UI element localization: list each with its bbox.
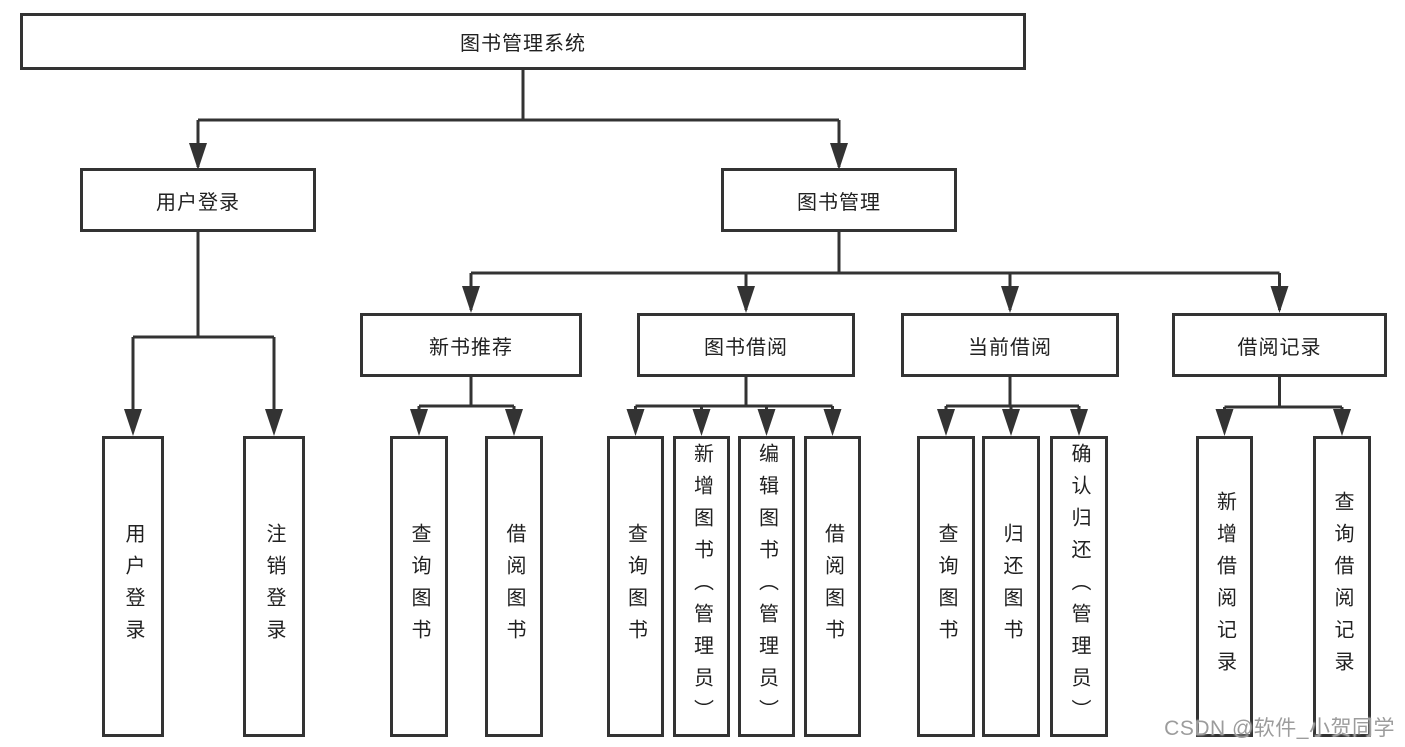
node-current-borrowing: 当前借阅 [901, 313, 1119, 377]
leaf-label: 新增图书（管理员） [690, 442, 713, 731]
leaf-label: 查询借阅记录 [1331, 490, 1353, 683]
node-user-login: 用户登录 [80, 168, 316, 232]
arrowhead-icon [626, 409, 645, 436]
leaf-label: 确认归还（管理员） [1068, 442, 1090, 731]
leaf-borrow-edit-books-admin: 编辑图书（管理员） [738, 436, 795, 737]
leaf-recommend-query-books: 查询图书 [390, 436, 448, 737]
leaf-label: 查询图书 [408, 522, 430, 651]
leaf-borrow-query-books: 查询图书 [607, 436, 664, 737]
leaf-records-add-record: 新增借阅记录 [1196, 436, 1253, 737]
leaf-label: 新增借阅记录 [1213, 490, 1236, 683]
leaf-logout: 注销登录 [243, 436, 305, 737]
arrowhead-icon [410, 409, 428, 436]
leaf-label: 注销登录 [263, 522, 285, 651]
arrowhead-icon [692, 409, 711, 436]
arrowhead-icon [1333, 409, 1351, 436]
arrowhead-icon [737, 286, 755, 313]
leaf-label: 借阅图书 [821, 522, 844, 651]
leaf-borrow-borrow-books: 借阅图书 [804, 436, 861, 737]
leaf-label: 查询图书 [624, 522, 647, 651]
leaf-current-return-books: 归还图书 [982, 436, 1040, 737]
leaf-label: 归还图书 [1000, 522, 1022, 651]
arrowhead-icon [505, 409, 523, 436]
leaf-label: 借阅图书 [503, 522, 525, 651]
arrowhead-icon [189, 143, 207, 170]
leaf-current-query-books: 查询图书 [917, 436, 975, 737]
arrowhead-icon [830, 143, 848, 170]
node-borrowing-records: 借阅记录 [1172, 313, 1387, 377]
arrowhead-icon [1070, 409, 1088, 436]
arrowhead-icon [1215, 409, 1234, 436]
leaf-label: 查询图书 [935, 522, 957, 651]
arrowhead-icon [1270, 286, 1289, 313]
leaf-records-query-record: 查询借阅记录 [1313, 436, 1371, 737]
arrowhead-icon [462, 286, 480, 313]
leaf-label: 用户登录 [122, 522, 144, 651]
node-book-management: 图书管理 [721, 168, 957, 232]
arrowheads [124, 143, 1351, 436]
arrowhead-icon [124, 409, 142, 436]
arrowhead-icon [757, 409, 776, 436]
arrowhead-icon [1001, 286, 1019, 313]
leaf-label: 编辑图书（管理员） [755, 442, 778, 731]
node-root-system: 图书管理系统 [20, 13, 1026, 70]
leaf-user-login: 用户登录 [102, 436, 164, 737]
arrowhead-icon [937, 409, 955, 436]
csdn-watermark: CSDN @软件_小贺同学 [1164, 717, 1395, 740]
arrowhead-icon [823, 409, 842, 436]
arrowhead-icon [265, 409, 283, 436]
leaf-borrow-add-books-admin: 新增图书（管理员） [673, 436, 730, 737]
leaf-current-confirm-return-admin: 确认归还（管理员） [1050, 436, 1108, 737]
leaf-recommend-borrow-books: 借阅图书 [485, 436, 543, 737]
node-new-book-recommend: 新书推荐 [360, 313, 582, 377]
arrowhead-icon [1002, 409, 1020, 436]
node-book-borrowing: 图书借阅 [637, 313, 855, 377]
